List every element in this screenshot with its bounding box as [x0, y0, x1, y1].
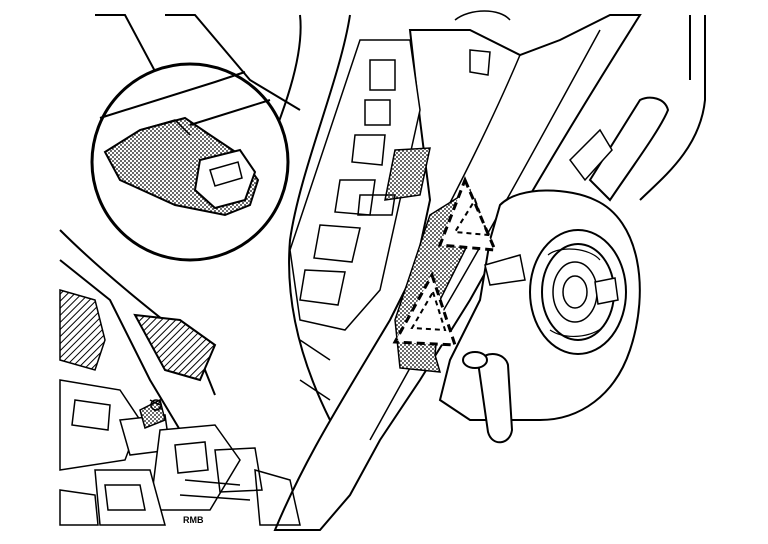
- release-tab: [193, 148, 257, 210]
- lever-stub: [462, 351, 514, 444]
- dashed-arrow-upper: [437, 176, 498, 252]
- callout-code-label: RMB: [183, 515, 204, 525]
- hatched-clip: [133, 313, 217, 382]
- wiring-harness: [59, 289, 301, 526]
- dashed-arrow-lower: [392, 271, 458, 347]
- spiral-cable-ring: [529, 229, 627, 355]
- connector-detail-circle: [90, 62, 290, 262]
- dashboard-outline: [59, 14, 706, 431]
- column-bracket: [289, 39, 431, 401]
